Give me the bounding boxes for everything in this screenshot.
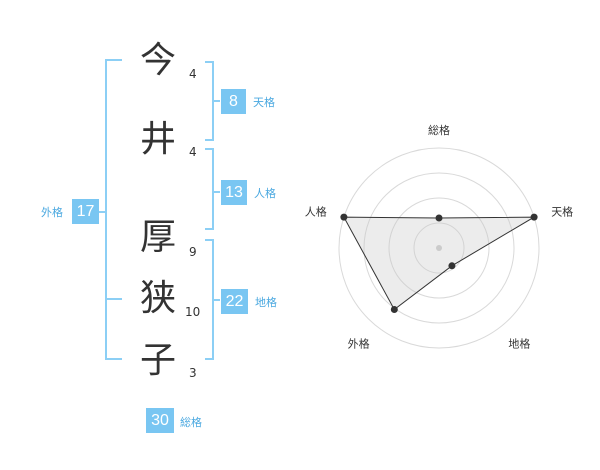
name-char-3: 厚 xyxy=(140,217,177,258)
name-char-1: 今 xyxy=(140,40,177,81)
tenkaku-label: 天格 xyxy=(253,96,275,109)
radar-axis-label-1: 総格 xyxy=(428,123,450,137)
name-char-4: 狭 xyxy=(140,278,177,319)
gaikaku-badge: 17 xyxy=(72,199,99,224)
radar-ring-1 xyxy=(413,222,465,274)
chikaku-label: 地格 xyxy=(255,296,277,309)
chikaku-badge: 22 xyxy=(221,289,248,314)
jinkaku-badge: 13 xyxy=(221,180,247,205)
jinkaku-bracket xyxy=(205,148,214,230)
radar-ring-2 xyxy=(388,197,490,299)
radar-value-polygon xyxy=(343,216,536,311)
radar-axis-label-5: 人格 xyxy=(305,205,327,219)
name-char-2: 井 xyxy=(140,119,177,160)
radar-ring-3 xyxy=(363,172,515,324)
tenkaku-badge: 8 xyxy=(221,89,246,114)
radar-point-1 xyxy=(435,214,443,222)
radar-center-dot xyxy=(436,245,442,251)
radar-axis-label-3: 地格 xyxy=(508,337,530,351)
radar-ring-4 xyxy=(338,147,540,349)
stroke-count-1: 4 xyxy=(189,67,197,81)
name-char-5: 子 xyxy=(140,340,177,381)
stroke-count-3: 9 xyxy=(189,245,197,259)
stroke-count-2: 4 xyxy=(189,145,197,159)
radar-point-2 xyxy=(530,213,538,221)
radar-point-3 xyxy=(448,262,456,270)
jinkaku-label: 人格 xyxy=(254,187,276,200)
soukaku-badge: 30 xyxy=(146,408,174,433)
radar-axis-label-2: 天格 xyxy=(551,205,573,219)
stroke-count-5: 3 xyxy=(189,366,197,380)
soukaku-label: 総格 xyxy=(180,416,202,429)
radar-point-4 xyxy=(390,305,398,313)
radar-axis-label-4: 外格 xyxy=(348,337,370,351)
stroke-count-4: 10 xyxy=(185,305,201,319)
gaikaku-bracket xyxy=(105,59,122,360)
gaikaku-label: 外格 xyxy=(41,206,63,219)
radar-point-5 xyxy=(340,213,348,221)
